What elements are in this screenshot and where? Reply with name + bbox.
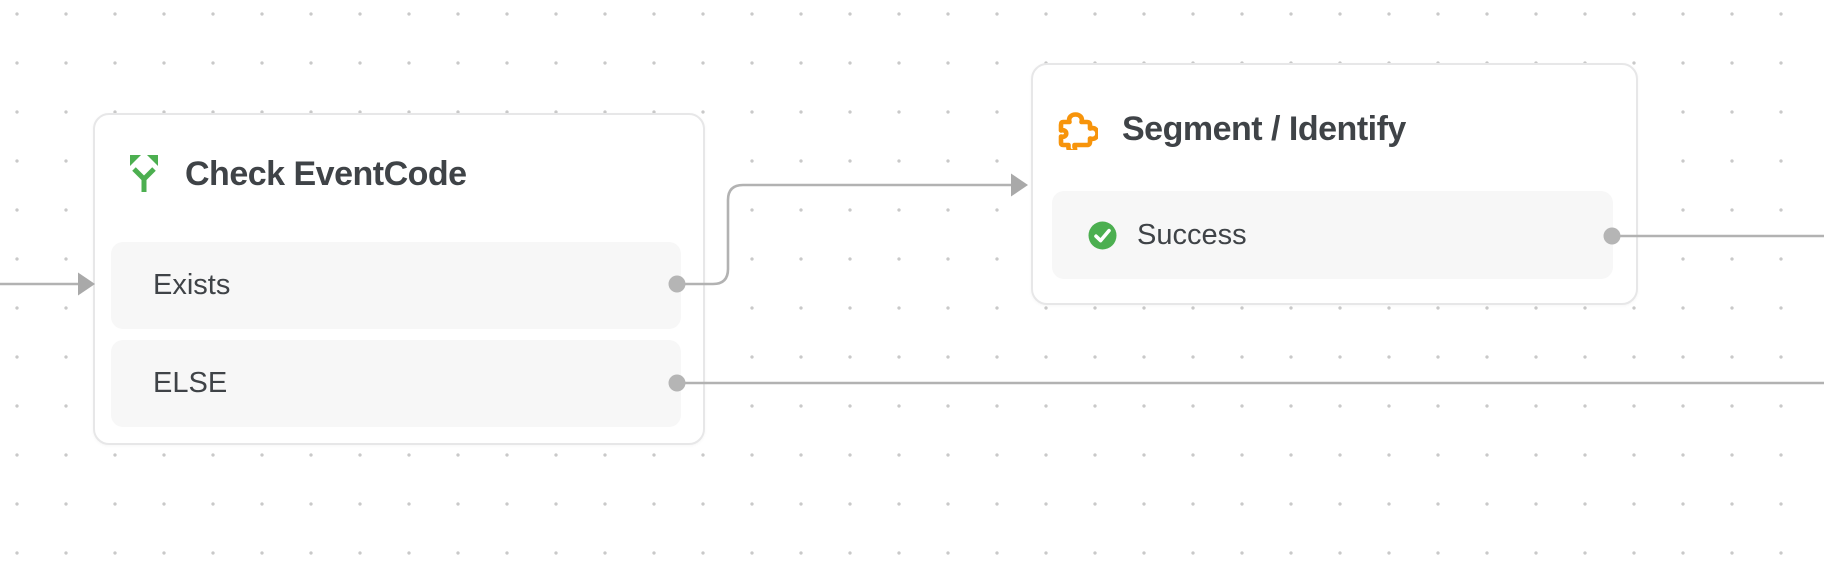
arrowhead-icon [1011,173,1028,197]
output-label: Success [1137,218,1247,251]
connection-else-right[interactable] [668,374,1824,392]
connection-exists-to-segment-identify[interactable] [668,173,1029,293]
check-circle-icon [1088,221,1117,250]
node-title: Segment / Identify [1122,109,1406,148]
output-row-exists[interactable]: Exists [111,242,681,329]
node-header: Segment / Identify [1054,108,1406,150]
output-row-else[interactable]: ELSE [111,340,681,427]
branch-split-icon [127,155,161,193]
node-header: Check EventCode [127,155,467,193]
connection-incoming-check-eventcode[interactable] [0,272,95,296]
node-check-eventcode[interactable]: Check EventCode Exists ELSE [93,113,705,445]
output-row-success[interactable]: Success [1052,191,1613,279]
output-label: ELSE [153,367,228,399]
output-label: Exists [153,269,231,301]
puzzle-icon [1054,108,1098,150]
node-segment-identify[interactable]: Segment / Identify Success [1031,63,1638,305]
node-title: Check EventCode [185,154,467,193]
